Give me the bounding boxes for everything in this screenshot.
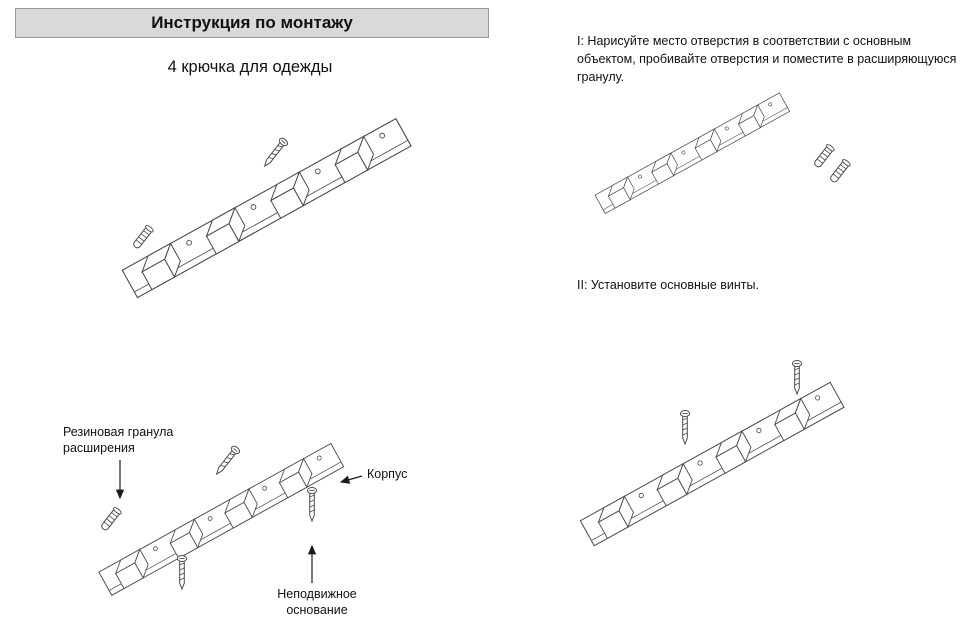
step2-instruction: II: Установите основные винты.	[577, 278, 759, 292]
page-header: Инструкция по монтажу	[15, 8, 489, 38]
label-expansion-granule: Резиновая гранула расширения	[63, 425, 174, 456]
hook-rail-drawing	[595, 93, 790, 214]
anchor-drawing	[99, 505, 123, 533]
diagram-assembled-view	[45, 80, 485, 330]
label-fixed-base: Неподвижное основание	[277, 587, 357, 618]
body-arrow	[339, 475, 363, 484]
diagram-parts-view: Резиновая гранула расширения Корпус Непо…	[5, 398, 485, 623]
anchor-drawing	[812, 142, 836, 170]
diagram-step2	[572, 360, 967, 566]
step1-instruction: I: Нарисуйте место отверстия в соответст…	[577, 34, 957, 85]
screw-drawing	[260, 136, 290, 170]
hook-rail-drawing	[580, 382, 844, 545]
parts-drawing	[5, 398, 363, 623]
anchor-drawing	[131, 223, 155, 251]
screw-drawing	[212, 444, 242, 478]
screw-drawing	[791, 360, 803, 395]
screw-drawing	[679, 410, 691, 445]
screw-drawing	[176, 555, 188, 590]
product-subtitle: 4 крючка для одежды	[167, 58, 333, 76]
anchor-drawing	[828, 157, 852, 185]
page-title: Инструкция по монтажу	[151, 13, 353, 32]
diagram-step1	[575, 88, 852, 273]
hook-rail-drawing	[122, 119, 411, 298]
label-body: Корпус	[367, 467, 408, 481]
screw-drawing	[306, 487, 318, 522]
